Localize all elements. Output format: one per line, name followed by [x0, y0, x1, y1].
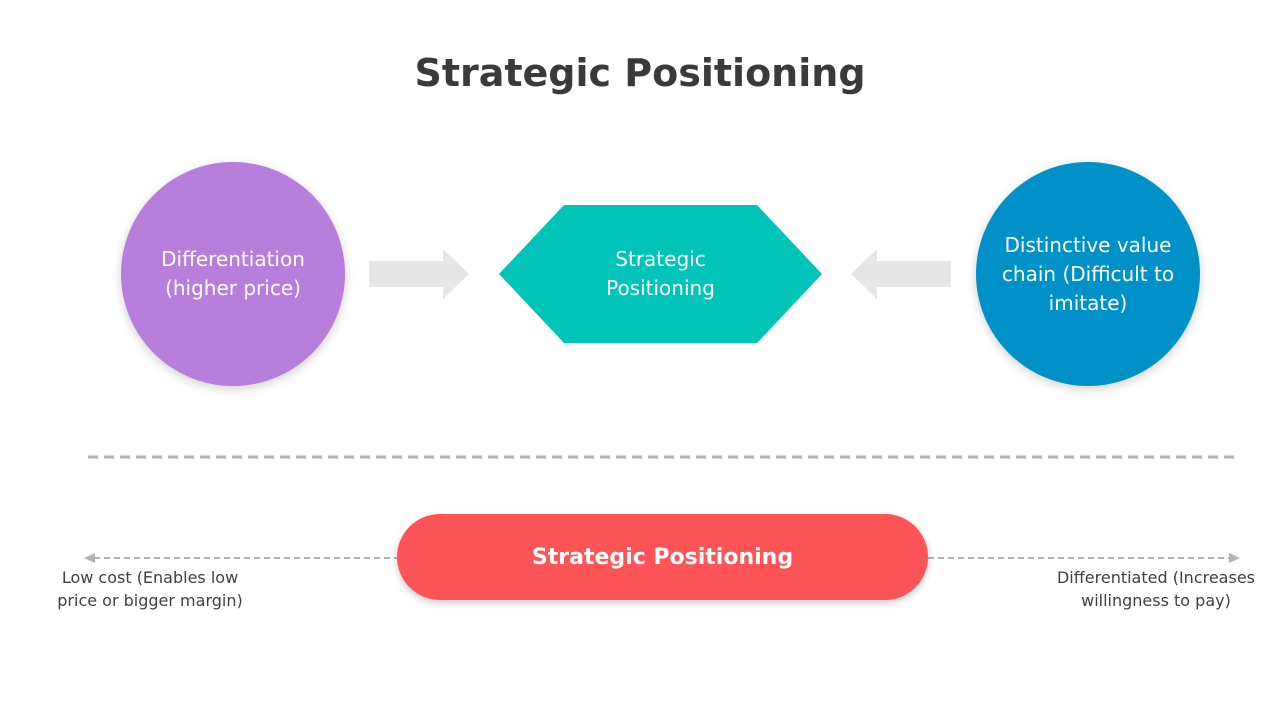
low-cost-label: Low cost (Enables low price or bigger ma…	[57, 568, 243, 610]
hexagon-label: Strategic Positioning	[606, 247, 715, 300]
strategic-positioning-pill: Strategic Positioning	[397, 514, 928, 600]
dashed-divider	[88, 455, 1234, 459]
positioning-scale-axis	[84, 553, 1240, 563]
right-arrow-shape	[369, 249, 469, 299]
right-arrow-icon	[369, 249, 469, 299]
value-chain-circle: Distinctive value chain (Difficult to im…	[976, 162, 1200, 386]
left-arrowhead-icon	[84, 553, 95, 563]
differentiated-label: Differentiated (Increases willingness to…	[1056, 568, 1255, 610]
hexagon-label-wrap: Strategic Positioning	[499, 205, 822, 343]
right-arrowhead-icon	[1229, 553, 1240, 563]
slide-title: Strategic Positioning	[414, 51, 866, 95]
value-chain-label: Distinctive value chain (Difficult to im…	[1001, 232, 1175, 315]
differentiation-label: Differentiation (higher price)	[161, 247, 305, 300]
left-arrow-shape	[851, 249, 951, 299]
differentiation-circle: Differentiation (higher price)	[121, 162, 345, 386]
strategic-positioning-hexagon: Strategic Positioning	[499, 205, 822, 343]
left-arrow-icon	[851, 249, 951, 299]
hexagon-shape	[499, 205, 822, 343]
